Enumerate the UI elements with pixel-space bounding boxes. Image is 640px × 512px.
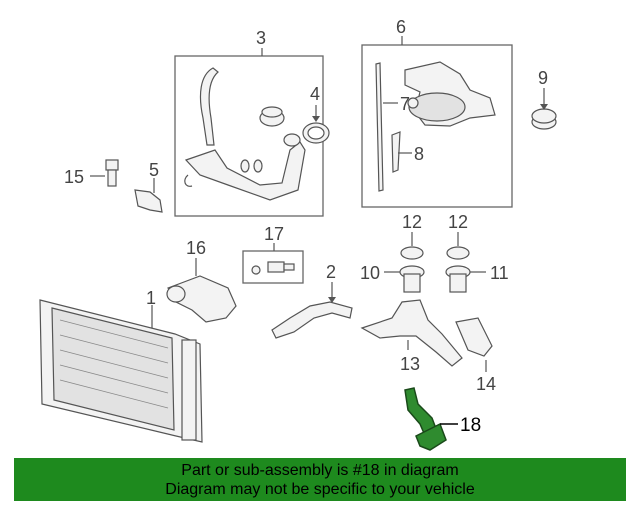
callout-4[interactable]: 4 — [310, 84, 320, 104]
cap-small[interactable] — [259, 106, 285, 127]
sensor-17[interactable] — [251, 261, 295, 275]
callout-12-right[interactable]: 12 — [448, 212, 468, 232]
callout-15[interactable]: 15 — [64, 167, 84, 187]
callout-7[interactable]: 7 — [400, 94, 410, 114]
hose-8[interactable] — [391, 131, 401, 173]
callout-10[interactable]: 10 — [360, 263, 380, 283]
callout-3[interactable]: 3 — [256, 28, 266, 48]
bracket-13[interactable] — [360, 299, 463, 367]
callout-14[interactable]: 14 — [476, 374, 496, 394]
callout-2[interactable]: 2 — [326, 262, 336, 282]
radiator[interactable] — [39, 299, 203, 443]
highlighted-part-18[interactable] — [404, 387, 447, 451]
callout-5[interactable]: 5 — [149, 160, 159, 180]
callout-13[interactable]: 13 — [400, 354, 420, 374]
plate-14[interactable] — [455, 317, 493, 357]
o-ring-a — [240, 159, 250, 173]
thermostat-10[interactable] — [399, 265, 425, 293]
reservoir-cap[interactable] — [531, 108, 557, 130]
info-banner: Part or sub-assembly is #18 in diagram D… — [14, 458, 626, 501]
hose-assembly[interactable] — [184, 67, 306, 201]
callout-1[interactable]: 1 — [146, 288, 156, 308]
rod-7[interactable] — [375, 62, 384, 192]
callout-11[interactable]: 11 — [490, 263, 509, 283]
callout-16[interactable]: 16 — [186, 238, 206, 258]
temp-sensor[interactable] — [105, 159, 119, 187]
o-ring-b — [253, 159, 263, 173]
callout-9[interactable]: 9 — [538, 68, 548, 88]
seal-12-left[interactable] — [400, 246, 424, 260]
callout-18[interactable]: 18 — [460, 415, 481, 436]
hose-clamp[interactable] — [302, 122, 330, 144]
hose-2[interactable] — [271, 301, 353, 339]
group-box-17 — [242, 250, 304, 284]
callout-12-left[interactable]: 12 — [402, 212, 422, 232]
callout-17[interactable]: 17 — [264, 224, 284, 244]
thermostat-11[interactable] — [445, 265, 471, 293]
callout-6[interactable]: 6 — [396, 17, 406, 37]
banner-line-1: Part or sub-assembly is #18 in diagram — [181, 462, 459, 479]
bracket-5[interactable] — [134, 189, 163, 213]
seal-12-right[interactable] — [446, 246, 470, 260]
group-box-6 — [361, 44, 513, 208]
thermostat-housing[interactable] — [166, 275, 237, 323]
banner-line-2: Diagram may not be specific to your vehi… — [165, 481, 475, 498]
coolant-reservoir[interactable] — [404, 61, 496, 127]
callout-8[interactable]: 8 — [414, 144, 424, 164]
